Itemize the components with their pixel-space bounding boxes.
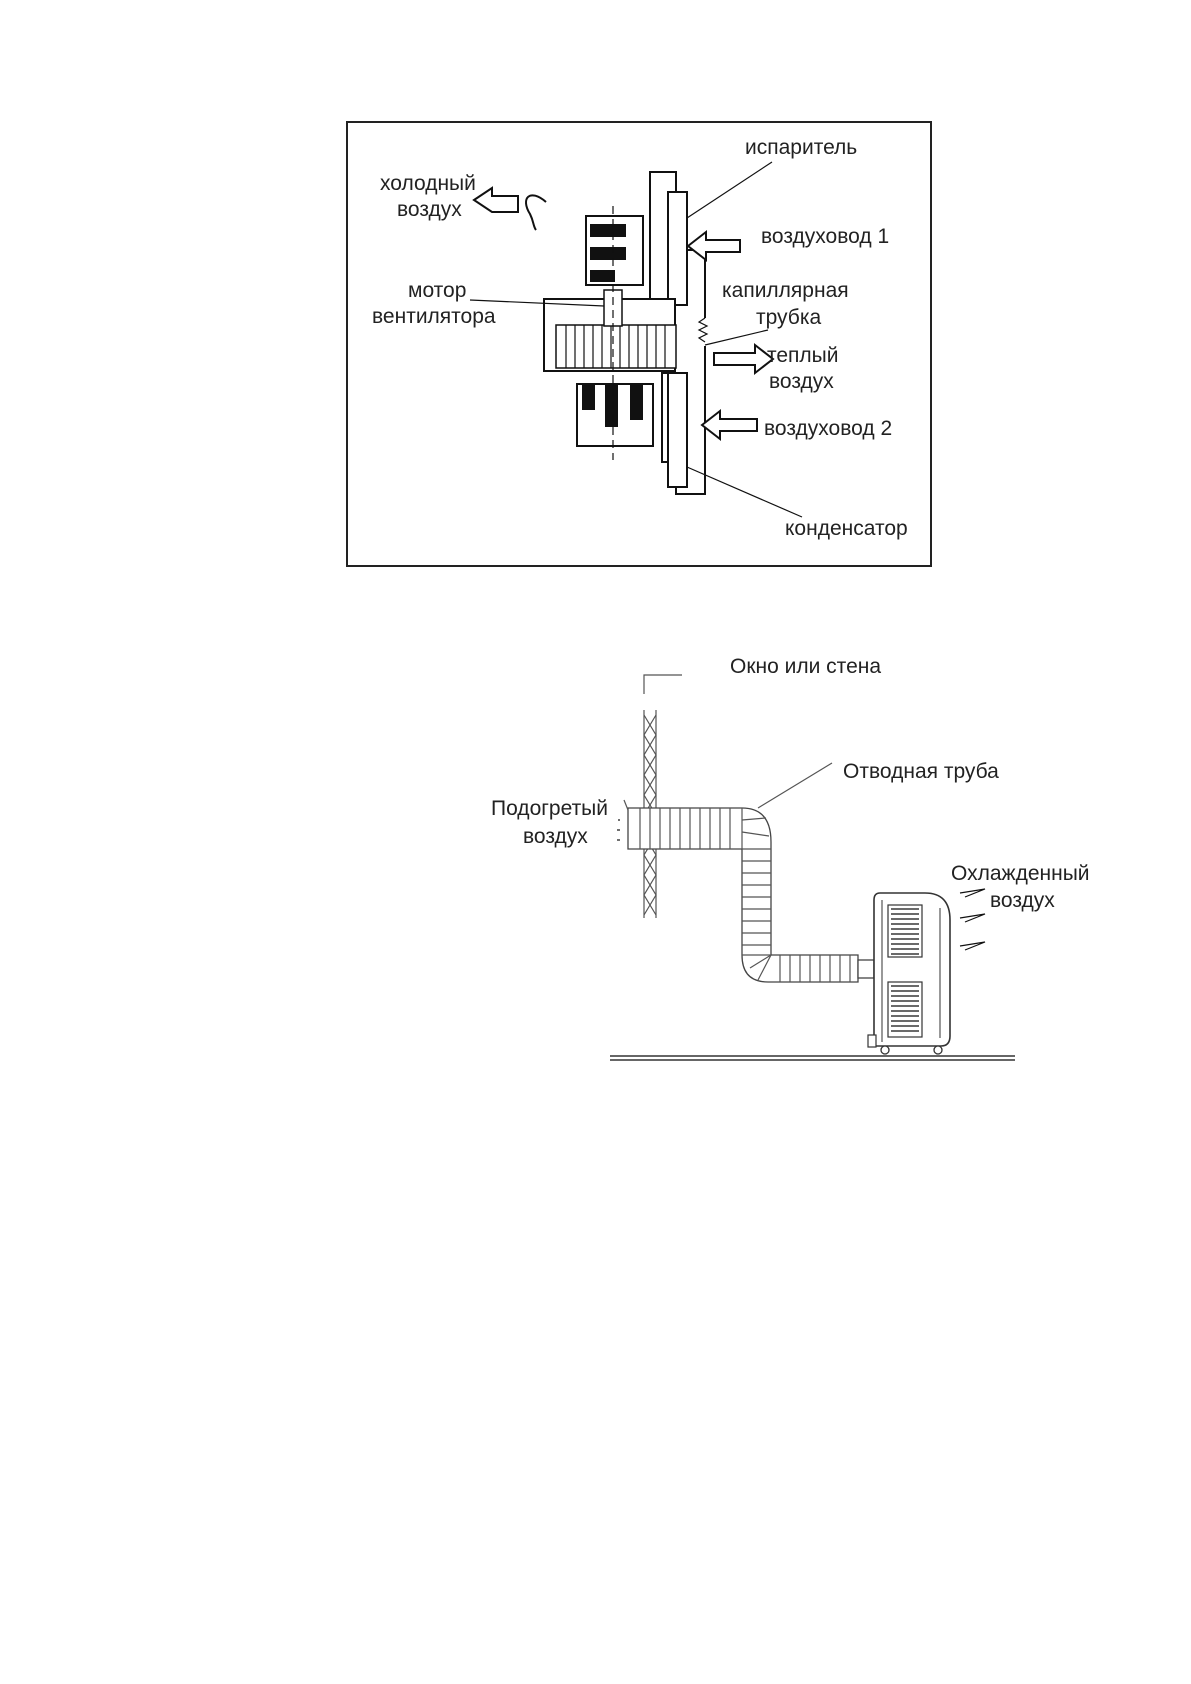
capillary-tube — [697, 317, 709, 343]
hose-connector — [857, 959, 875, 979]
label-cooled-air-2: воздух — [990, 889, 1055, 912]
label-heated-air-2: воздух — [523, 825, 588, 848]
capillary-leader — [704, 329, 769, 346]
exhaust-hose — [627, 807, 875, 983]
condenser-leader — [686, 466, 803, 518]
label-capillary-2: трубка — [756, 306, 821, 329]
label-fan-motor-1: мотор — [408, 279, 466, 302]
evaporator — [667, 191, 688, 306]
cooled-air-strokes — [959, 888, 986, 951]
label-fan-motor-2: вентилятора — [372, 305, 496, 328]
label-condenser: конденсатор — [785, 517, 908, 540]
warm-air-arrow — [713, 342, 775, 376]
evaporator-pipe-left — [649, 171, 677, 302]
fan-wheel-fins — [565, 325, 666, 368]
label-heated-air-1: Подогретый — [491, 797, 608, 820]
upper-blade-2 — [590, 247, 626, 260]
schematic-frame — [346, 121, 932, 567]
evaporator-leader — [686, 161, 773, 219]
upper-blade-3 — [590, 270, 615, 282]
condenser-pipe-left — [661, 372, 668, 463]
duct1-arrow — [686, 229, 741, 263]
lower-blade-3 — [630, 384, 643, 420]
wheel-right — [933, 1045, 943, 1055]
label-duct2: воздуховод 2 — [764, 417, 892, 440]
label-evaporator: испаритель — [745, 136, 857, 159]
wheel-left — [880, 1045, 890, 1055]
installation-diagram: Окно или стена Отводная труба Подогретый… — [491, 655, 1090, 1061]
label-cooled-air-1: Охлажденный — [951, 862, 1090, 885]
cold-air-arrow — [472, 186, 519, 213]
schematic-diagram: испаритель холодный воздух воздуховод 1 … — [346, 121, 932, 567]
wall-top-bracket — [643, 674, 682, 694]
lower-grille — [887, 981, 923, 1038]
fan-wheel — [555, 324, 677, 369]
label-duct1: воздуховод 1 — [761, 225, 889, 248]
condenser — [667, 372, 688, 488]
label-window-or-wall: Окно или стена — [730, 655, 881, 678]
label-cold-air-1: холодный — [380, 172, 476, 195]
exhaust-pipe-leader — [757, 762, 833, 809]
label-exhaust-pipe: Отводная труба — [843, 760, 999, 783]
fan-motor — [603, 289, 623, 327]
label-warm-air-2: воздух — [769, 370, 834, 393]
condenser-pipe-right — [675, 346, 706, 495]
duct2-arrow — [700, 408, 758, 442]
upper-blade-1 — [590, 224, 626, 237]
fan-motor-leader — [469, 299, 605, 307]
lower-blade-2 — [605, 384, 618, 427]
label-capillary-1: капиллярная — [722, 279, 849, 302]
air-conditioner-unit — [867, 892, 951, 1055]
heated-air-dashes — [617, 819, 620, 841]
cold-air-swirl — [525, 194, 547, 231]
lower-blade-1 — [582, 384, 595, 410]
label-warm-air-1: теплый — [767, 344, 839, 367]
label-cold-air-2: воздух — [397, 198, 462, 221]
evaporator-pipe-right — [687, 249, 706, 318]
